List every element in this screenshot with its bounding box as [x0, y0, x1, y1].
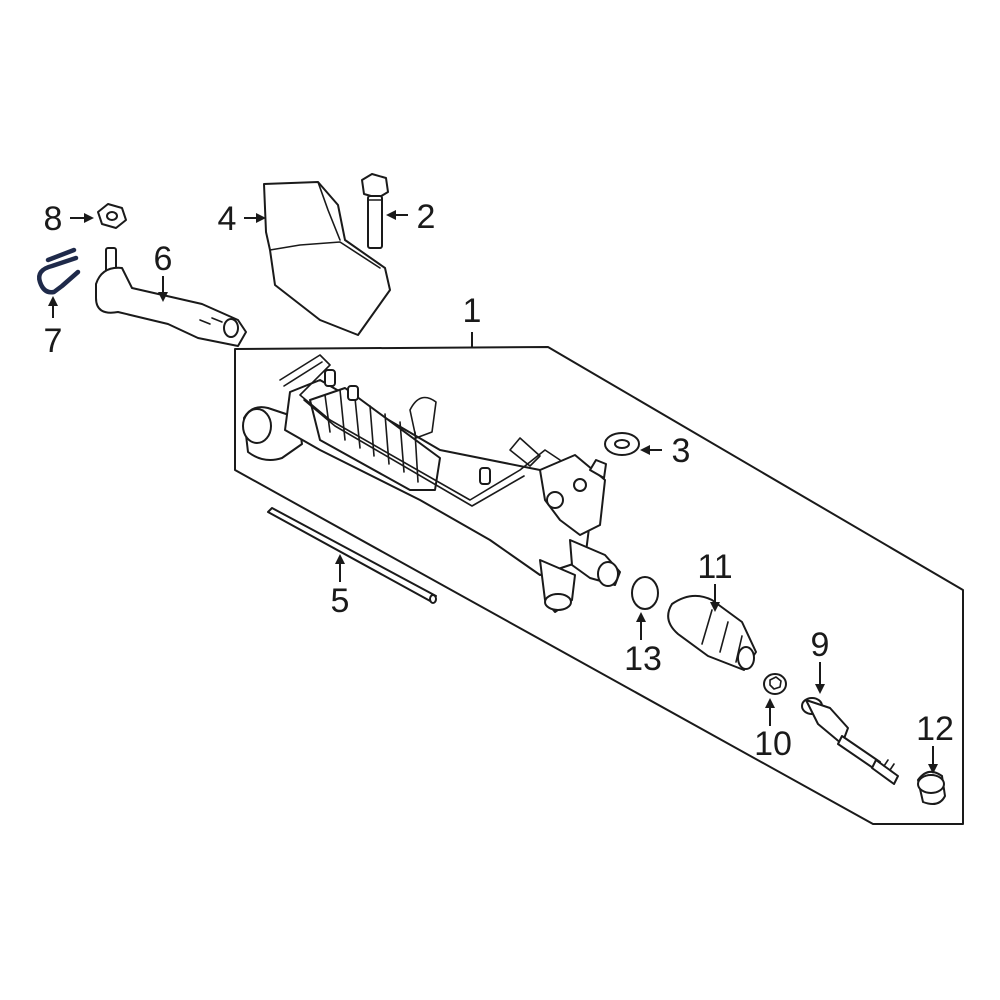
washer[interactable]: [604, 432, 640, 456]
rack-rod[interactable]: [267, 507, 437, 604]
heat-shield[interactable]: [263, 181, 391, 336]
bellows-boot[interactable]: [667, 594, 757, 671]
steering-rack-assembly[interactable]: [242, 354, 621, 613]
callout-9[interactable]: 9: [811, 626, 830, 664]
callout-8[interactable]: 8: [44, 200, 63, 238]
lock-washer[interactable]: [763, 673, 787, 695]
tie-rod-end[interactable]: [95, 247, 247, 347]
callout-7[interactable]: 7: [44, 322, 63, 360]
callout-10[interactable]: 10: [754, 725, 792, 763]
callout-11[interactable]: 11: [697, 548, 732, 586]
callout-1[interactable]: 1: [463, 292, 482, 330]
o-ring[interactable]: [631, 576, 659, 610]
leader-lines: [48, 210, 938, 774]
callout-4[interactable]: 4: [218, 200, 237, 238]
inner-tie-rod[interactable]: [801, 697, 899, 785]
callout-6[interactable]: 6: [154, 240, 173, 278]
callout-2[interactable]: 2: [417, 198, 436, 236]
end-cap[interactable]: [917, 770, 946, 805]
cotter-pin[interactable]: [37, 247, 81, 295]
callout-5[interactable]: 5: [331, 582, 350, 620]
callout-12[interactable]: 12: [916, 710, 954, 748]
callout-3[interactable]: 3: [672, 432, 691, 470]
nut[interactable]: [97, 203, 127, 229]
callout-13[interactable]: 13: [624, 640, 662, 678]
cotter-pin-highlight: [37, 255, 81, 295]
bolt[interactable]: [361, 173, 389, 249]
